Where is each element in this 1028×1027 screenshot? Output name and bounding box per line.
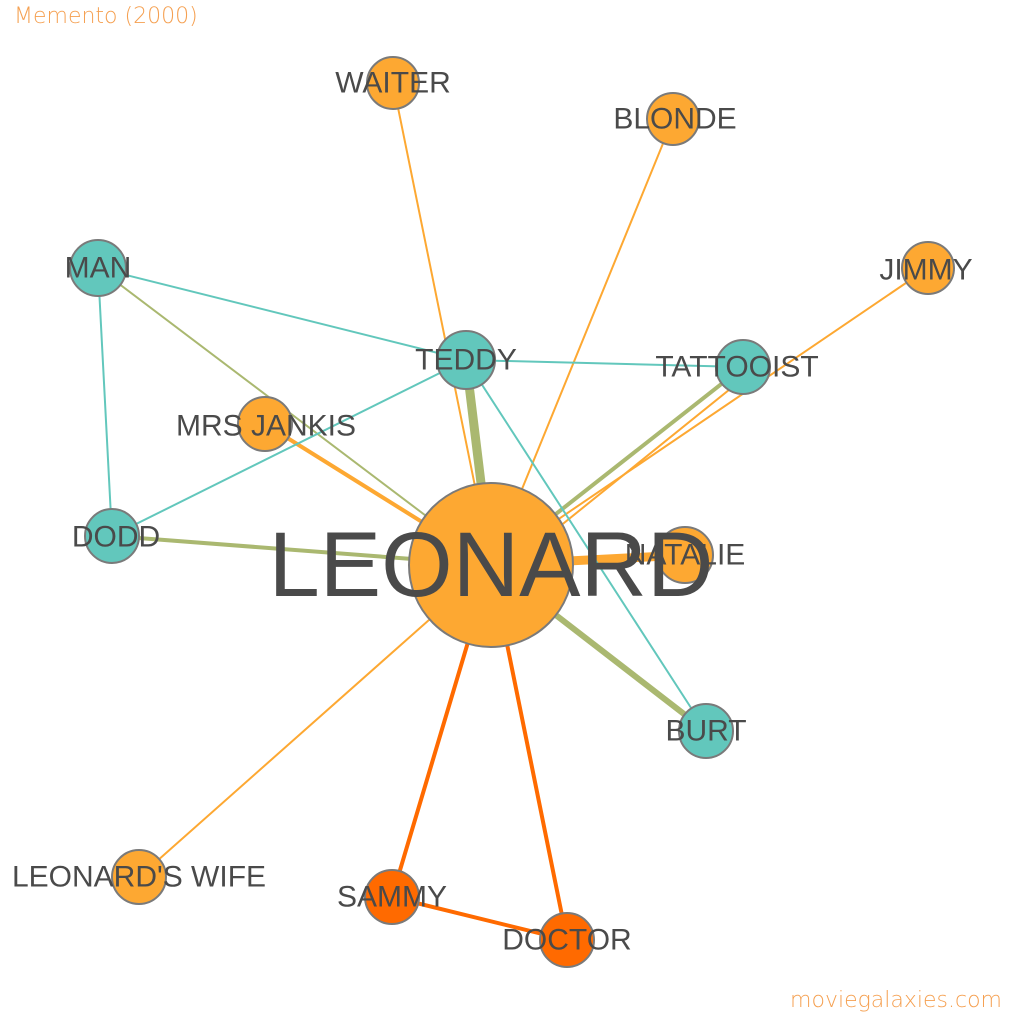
node-tattooist[interactable] — [715, 339, 771, 395]
node-leonard[interactable] — [408, 482, 574, 648]
node-man[interactable] — [69, 239, 127, 297]
node-mrs-jankis[interactable] — [237, 396, 293, 452]
edge-man-dodd — [97, 267, 113, 537]
node-label-teddy: TEDDY — [415, 344, 517, 377]
node-label-doctor: DOCTOR — [502, 924, 631, 957]
node-label-burt: BURT — [665, 715, 746, 748]
node-label-dodd: DODD — [72, 521, 160, 554]
page-title: Memento (2000) — [14, 4, 198, 29]
node-teddy[interactable] — [436, 330, 496, 390]
node-label-sammy: SAMMY — [337, 881, 447, 914]
node-leonards-wife[interactable] — [111, 849, 167, 905]
edge-teddy-dodd — [111, 359, 467, 537]
node-label-man: MAN — [65, 252, 132, 285]
edge-leonard-jimmy — [490, 267, 929, 566]
node-dodd[interactable] — [84, 508, 140, 564]
node-jimmy[interactable] — [901, 241, 955, 295]
edge-teddy-tattooist — [465, 359, 744, 368]
node-label-blonde: BLONDE — [613, 103, 736, 136]
node-doctor[interactable] — [539, 912, 595, 968]
edge-teddy-man — [97, 267, 467, 361]
node-waiter[interactable] — [366, 56, 420, 110]
edge-sammy-doctor — [390, 895, 569, 942]
label-layer: LEONARD TEDDY NATALIE WAITER BLONDE MAN JIMMY T… — [12, 67, 973, 957]
node-label-waiter: WAITER — [335, 67, 451, 100]
node-label-mrs-jankis: MRS JANKIS — [176, 410, 356, 443]
node-label-tattooist: TATTOOIST — [655, 351, 818, 384]
node-blonde[interactable] — [646, 92, 700, 146]
node-sammy[interactable] — [364, 869, 420, 925]
node-label-jimmy: JIMMY — [879, 254, 972, 287]
edge-teddy-burt — [465, 359, 707, 732]
node-label-natalie: NATALIE — [625, 539, 746, 572]
node-natalie[interactable] — [656, 526, 714, 584]
node-layer — [69, 56, 955, 968]
node-label-leonard: LEONARD — [269, 514, 714, 616]
source-credit: moviegalaxies.com — [790, 988, 1002, 1013]
node-burt[interactable] — [678, 703, 734, 759]
node-label-leonards-wife: LEONARD'S WIFE — [12, 861, 266, 894]
